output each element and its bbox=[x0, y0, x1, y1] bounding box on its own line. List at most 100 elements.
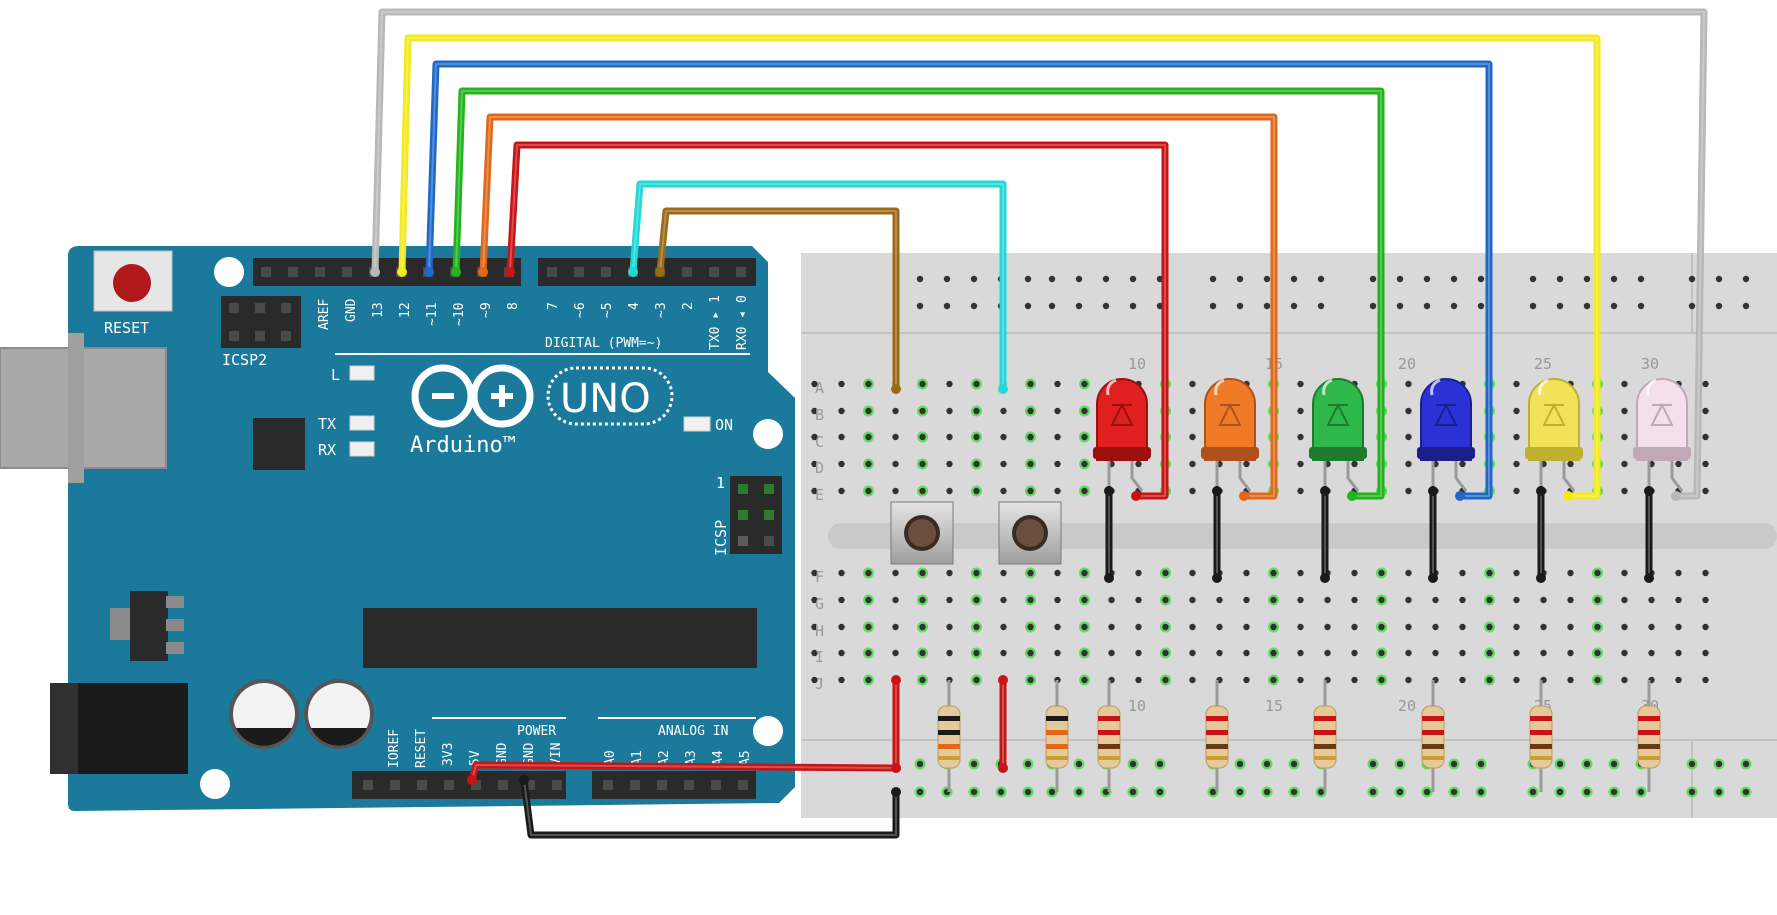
led-symbol bbox=[1434, 402, 1458, 426]
row-letter: I bbox=[815, 648, 824, 666]
header-pin[interactable] bbox=[342, 267, 352, 277]
arduino-brand-text: Arduino™ bbox=[410, 433, 516, 458]
breadboard-hole bbox=[1317, 302, 1325, 310]
header-pin[interactable] bbox=[498, 780, 508, 790]
pushbutton-cap-top[interactable] bbox=[908, 519, 936, 547]
breadboard-hole bbox=[1102, 302, 1110, 310]
breadboard-hole bbox=[1594, 649, 1601, 657]
resistor-band bbox=[938, 756, 960, 760]
header-pin[interactable] bbox=[603, 780, 613, 790]
breadboard-hole bbox=[1024, 788, 1032, 796]
header-pin[interactable] bbox=[574, 267, 584, 277]
breadboard-hole bbox=[1621, 433, 1628, 441]
breadboard-hole bbox=[1621, 676, 1628, 684]
breadboard-hole bbox=[1556, 788, 1564, 796]
led-symbol bbox=[1542, 402, 1566, 426]
led bbox=[1417, 378, 1475, 492]
breadboard-hole bbox=[1129, 788, 1137, 796]
breadboard-hole bbox=[811, 380, 818, 388]
breadboard-hole bbox=[1000, 623, 1007, 631]
header-pin[interactable] bbox=[444, 780, 454, 790]
header-pin[interactable] bbox=[709, 267, 719, 277]
header-pin[interactable] bbox=[630, 780, 640, 790]
wire-5v-jumper-end bbox=[998, 763, 1008, 773]
header-pin[interactable] bbox=[261, 267, 271, 277]
breadboard-hole bbox=[1000, 596, 1007, 604]
breadboard-hole bbox=[973, 460, 980, 468]
led bbox=[1309, 378, 1367, 492]
breadboard-hole bbox=[1610, 760, 1618, 768]
header-pin[interactable] bbox=[552, 780, 562, 790]
breadboard-hole bbox=[973, 487, 980, 495]
wire-pin11-blue-highlight bbox=[428, 63, 1490, 497]
breadboard-hole bbox=[1583, 760, 1591, 768]
breadboard-hole bbox=[1637, 302, 1645, 310]
breadboard-hole bbox=[1027, 569, 1034, 577]
pushbutton-cap-top[interactable] bbox=[1016, 519, 1044, 547]
breadboard-hole bbox=[1054, 487, 1061, 495]
resistor-band bbox=[938, 716, 960, 721]
reset-button[interactable] bbox=[93, 250, 173, 312]
breadboard-hole bbox=[1423, 302, 1431, 310]
power-pin-label: GND bbox=[495, 742, 510, 766]
header-pin[interactable] bbox=[601, 267, 611, 277]
breadboard-hole bbox=[1688, 302, 1696, 310]
breadboard-hole bbox=[1540, 596, 1547, 604]
breadboard-hole bbox=[919, 433, 926, 441]
led-rx-label: RX bbox=[318, 441, 336, 459]
header-pin[interactable] bbox=[738, 780, 748, 790]
breadboard-hole bbox=[1108, 649, 1115, 657]
breadboard-hole bbox=[919, 623, 926, 631]
breadboard-hole bbox=[1702, 596, 1709, 604]
breadboard-hole bbox=[1450, 275, 1458, 283]
header-pin[interactable] bbox=[684, 780, 694, 790]
reset-button-cap[interactable] bbox=[113, 264, 151, 302]
header-pin[interactable] bbox=[363, 780, 373, 790]
breadboard-hole bbox=[1648, 596, 1655, 604]
breadboard-hole bbox=[1048, 302, 1056, 310]
header-pin[interactable] bbox=[657, 780, 667, 790]
usb-chip bbox=[253, 418, 305, 470]
pushbutton[interactable] bbox=[890, 501, 954, 565]
breadboard-hole bbox=[1081, 596, 1088, 604]
breadboard-hole bbox=[1583, 302, 1591, 310]
header-pin[interactable] bbox=[547, 267, 557, 277]
wire-pin4-cyan-end bbox=[998, 384, 1008, 394]
row-letter: H bbox=[815, 622, 824, 640]
header-pin[interactable] bbox=[315, 267, 325, 277]
wire-led-cathode-end bbox=[1428, 573, 1438, 583]
breadboard-hole bbox=[1567, 460, 1574, 468]
breadboard-hole bbox=[1081, 460, 1088, 468]
uno-logo-text: UNO bbox=[560, 376, 651, 422]
wire-led-cathode-end bbox=[1320, 573, 1330, 583]
header-pin[interactable] bbox=[417, 780, 427, 790]
resistor-body bbox=[1421, 705, 1445, 769]
header-pin[interactable] bbox=[288, 267, 298, 277]
wire-pin4-cyan bbox=[629, 180, 1007, 393]
wire-5v-jumper-end bbox=[998, 675, 1008, 685]
breadboard-hole bbox=[1081, 433, 1088, 441]
breadboard-hole bbox=[1075, 302, 1083, 310]
header-pin[interactable] bbox=[390, 780, 400, 790]
column-number: 30 bbox=[1641, 355, 1659, 373]
breadboard-hole bbox=[1702, 407, 1709, 415]
header-pin[interactable] bbox=[736, 267, 746, 277]
resistor-band bbox=[1422, 730, 1444, 735]
resistor-band bbox=[1098, 730, 1120, 735]
pushbutton[interactable] bbox=[998, 501, 1062, 565]
wire-5v-red-end bbox=[467, 775, 477, 785]
header-pin[interactable] bbox=[525, 780, 535, 790]
header-pin[interactable] bbox=[711, 780, 721, 790]
analog-pin-label: A0 bbox=[603, 750, 618, 766]
digital-pin-label: 4 bbox=[627, 302, 642, 310]
wire-pin12-yellow bbox=[398, 34, 1601, 500]
breadboard-hole bbox=[1263, 760, 1271, 768]
header-pin[interactable] bbox=[682, 267, 692, 277]
wire-led-cathode-end bbox=[1104, 573, 1114, 583]
header-pin[interactable] bbox=[471, 780, 481, 790]
atmega-chip bbox=[363, 608, 757, 668]
breadboard-hole bbox=[1027, 623, 1034, 631]
power-label: POWER bbox=[517, 724, 556, 739]
row-letter: G bbox=[815, 595, 824, 613]
